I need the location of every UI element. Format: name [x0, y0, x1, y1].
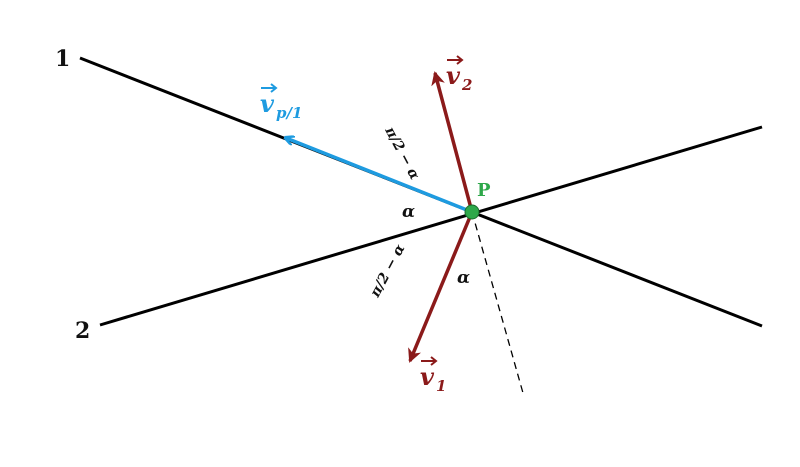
- vector-arrow-icon: [447, 55, 464, 65]
- vector-arrow-icon: [421, 356, 438, 366]
- line-2: [99, 125, 763, 327]
- v2-symbol: v: [446, 61, 461, 90]
- v1-symbol: v: [420, 362, 435, 391]
- dashed-normal-line: [471, 211, 524, 394]
- point-p: [464, 204, 480, 220]
- velocity-v2-arrow: [431, 71, 474, 213]
- alpha-left-label: α: [402, 202, 415, 222]
- v2-subscript: 2: [461, 76, 472, 94]
- line-2-label: 2: [75, 318, 90, 344]
- complement-angle-upper-label: π/2 − α: [381, 123, 423, 182]
- point-p-label: P: [477, 180, 491, 201]
- line-1-label: 1: [55, 46, 70, 72]
- velocity-v1-arrow: [408, 211, 474, 363]
- velocity-p1-arrow: [286, 138, 473, 214]
- v-p1-subscript: p/1: [276, 104, 302, 122]
- v1-label: v 1: [420, 356, 446, 395]
- v-p1-label: v p/1: [260, 83, 302, 122]
- complement-angle-lower-label: π/2 − α: [367, 242, 409, 301]
- v-p1-symbol: v: [260, 89, 275, 118]
- alpha-bottom-label: α: [457, 268, 470, 288]
- vector-arrow-icon: [261, 83, 278, 93]
- v1-subscript: 1: [436, 377, 446, 395]
- v2-label: v 2: [446, 55, 472, 94]
